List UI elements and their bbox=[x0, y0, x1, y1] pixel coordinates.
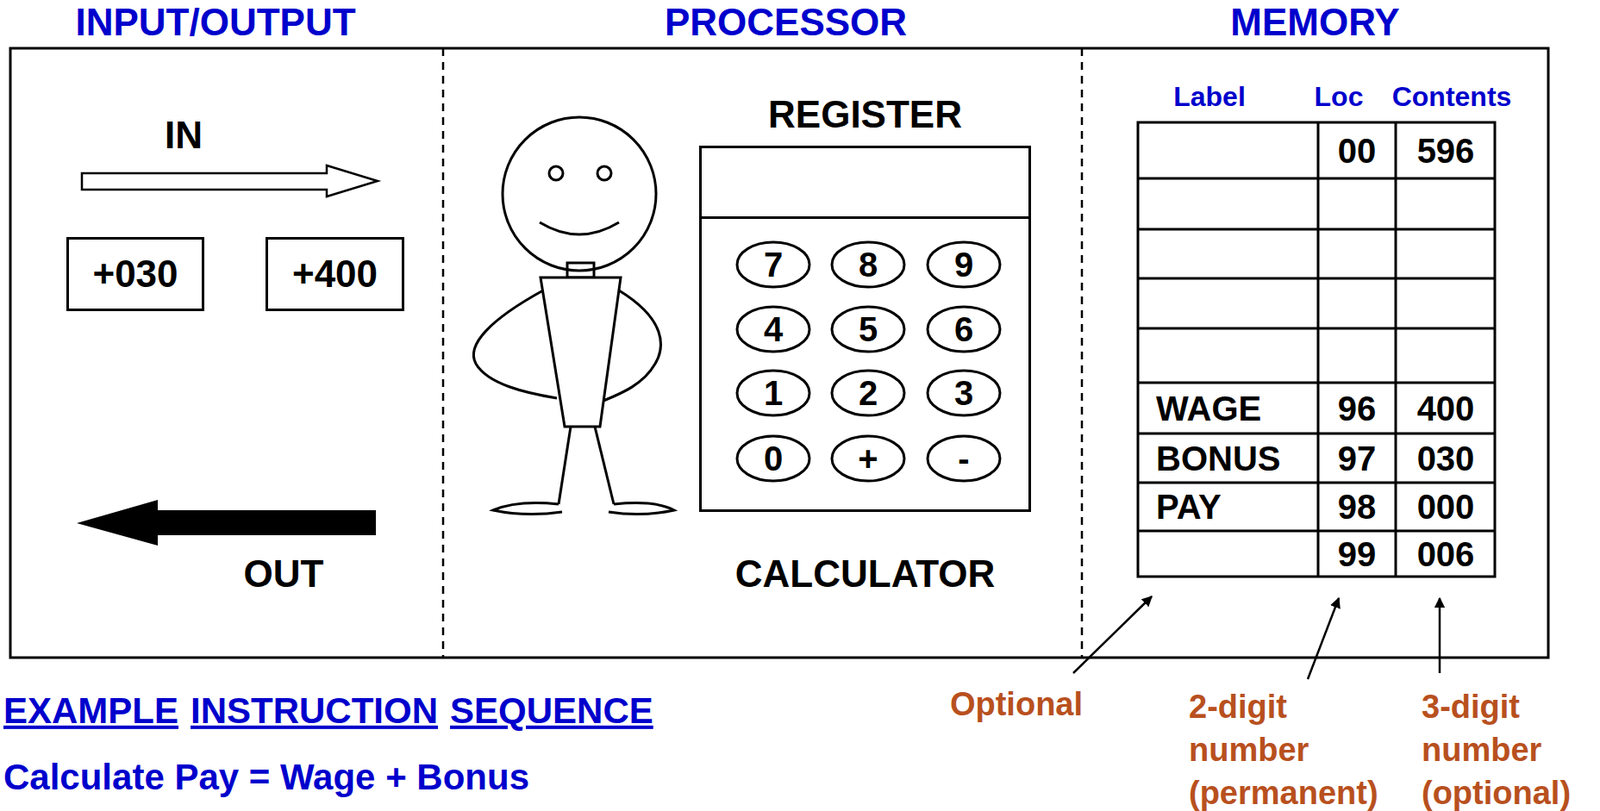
table-cell: 97 bbox=[1337, 438, 1377, 479]
section-heading: PROCESSOR bbox=[664, 0, 907, 45]
section-divider bbox=[442, 48, 445, 658]
calculator-key: 6 bbox=[925, 305, 1002, 354]
key-label: 1 bbox=[763, 374, 783, 413]
key-ellipse bbox=[737, 242, 810, 288]
data-card: +030 bbox=[66, 237, 205, 312]
key-ellipse bbox=[831, 306, 905, 352]
table-cell: 596 bbox=[1417, 131, 1475, 171]
key-label: 5 bbox=[858, 310, 878, 350]
key-label: 8 bbox=[858, 245, 878, 285]
calculator-label: CALCULATOR bbox=[735, 552, 995, 597]
key-ellipse bbox=[831, 436, 905, 482]
table-cell: 000 bbox=[1417, 487, 1475, 527]
key-ellipse bbox=[831, 370, 905, 416]
key-label: 0 bbox=[763, 439, 783, 479]
key-ellipse bbox=[737, 306, 810, 352]
calculator-key: 4 bbox=[735, 305, 812, 354]
port-label: IN bbox=[164, 113, 203, 158]
column-header: Label bbox=[1173, 81, 1246, 113]
leader-line bbox=[1438, 598, 1442, 674]
section-heading: INPUT/OUTPUT bbox=[75, 0, 356, 45]
data-card: +400 bbox=[265, 237, 405, 312]
column-header: Loc bbox=[1314, 81, 1364, 113]
example-text: Calculate Pay = Wage + Bonus bbox=[3, 756, 530, 799]
key-label: - bbox=[957, 439, 969, 479]
key-ellipse bbox=[927, 242, 1000, 288]
annotation: 2-digit number (permanent) bbox=[1188, 685, 1392, 811]
table-cell: 00 bbox=[1337, 131, 1377, 171]
key-ellipse bbox=[737, 370, 810, 416]
key-ellipse bbox=[831, 242, 905, 288]
section-title: EXAMPLE bbox=[3, 690, 179, 732]
key-label: 9 bbox=[954, 245, 974, 285]
leader-line bbox=[1073, 596, 1152, 674]
memory-table bbox=[1137, 122, 1495, 577]
key-label: 7 bbox=[763, 245, 783, 285]
key-ellipse bbox=[927, 306, 1000, 352]
section-divider bbox=[1081, 48, 1084, 658]
section-panel: MEMORY bbox=[1081, 48, 1549, 658]
column-header: Contents bbox=[1392, 81, 1513, 113]
port-label: OUT bbox=[243, 552, 325, 597]
table-cell: 98 bbox=[1337, 487, 1377, 527]
key-ellipse bbox=[927, 436, 1000, 482]
calculator-key: 7 bbox=[735, 240, 812, 289]
outer-frame bbox=[10, 48, 1549, 658]
section-heading: MEMORY bbox=[1230, 0, 1400, 45]
table-cell: BONUS bbox=[1156, 438, 1281, 479]
calculator-key: 2 bbox=[830, 368, 907, 418]
key-label: 4 bbox=[763, 310, 783, 350]
output-arrow bbox=[76, 500, 376, 546]
section-title: SEQUENCE bbox=[450, 690, 654, 732]
leader-line bbox=[1307, 598, 1339, 680]
table-cell: PAY bbox=[1156, 487, 1222, 527]
key-label: + bbox=[857, 439, 878, 479]
card-value: +400 bbox=[292, 252, 378, 296]
section-title: INSTRUCTION bbox=[190, 690, 438, 732]
key-ellipse bbox=[737, 436, 810, 482]
annotation: Optional bbox=[950, 682, 1083, 726]
table-cell: 400 bbox=[1417, 388, 1475, 429]
table-cell: WAGE bbox=[1156, 388, 1262, 429]
input-arrow bbox=[81, 165, 378, 197]
annotation: 3-digit number (optional) bbox=[1421, 685, 1586, 811]
key-label: 2 bbox=[858, 374, 878, 413]
calculator-key: - bbox=[925, 434, 1002, 483]
calculator-key: + bbox=[830, 434, 907, 483]
calculator-key: 0 bbox=[735, 434, 812, 483]
table-cell: 96 bbox=[1337, 388, 1377, 429]
section-panel: INPUT/OUTPUT+030+400 bbox=[10, 48, 444, 658]
calculator-key: 9 bbox=[925, 240, 1002, 289]
section-panel: PROCESSORREGISTERCALCULATOR7894561230+- bbox=[443, 48, 1082, 658]
key-label: 6 bbox=[954, 310, 974, 350]
key-label: 3 bbox=[954, 374, 974, 413]
register-label: REGISTER bbox=[768, 93, 963, 138]
key-ellipse bbox=[927, 370, 1000, 416]
calculator-key: 1 bbox=[735, 368, 812, 418]
calculator-key: 8 bbox=[830, 240, 907, 289]
stick-figure bbox=[473, 117, 675, 515]
calculator-body: REGISTERCALCULATOR7894561230+- bbox=[699, 145, 1032, 513]
register-display bbox=[701, 148, 1029, 219]
table-cell: 006 bbox=[1417, 534, 1475, 575]
calculator-key: 3 bbox=[925, 368, 1002, 418]
calculator-key: 5 bbox=[830, 305, 907, 354]
card-value: +030 bbox=[92, 252, 178, 296]
table-cell: 99 bbox=[1337, 534, 1377, 575]
table-cell: 030 bbox=[1417, 438, 1475, 479]
